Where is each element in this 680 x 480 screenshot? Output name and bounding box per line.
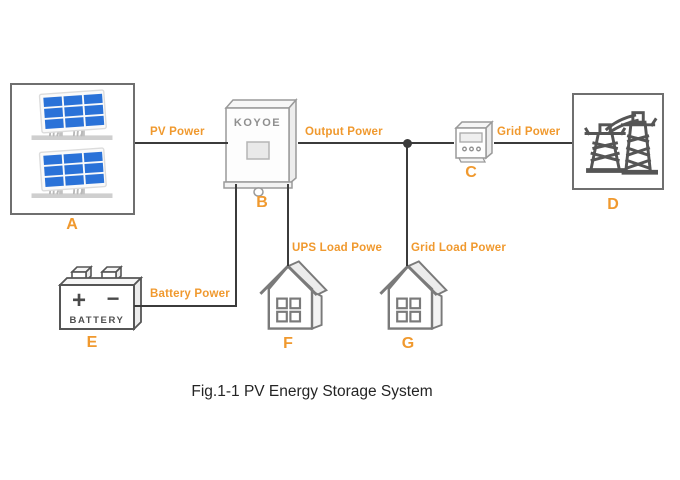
wire-battery-power bbox=[134, 305, 237, 307]
energy-meter-icon bbox=[454, 120, 494, 163]
node-label-g: G bbox=[401, 335, 415, 352]
wire-label-output-power: Output Power bbox=[305, 126, 383, 138]
node-label-c: C bbox=[465, 164, 477, 181]
wire-label-battery-power: Battery Power bbox=[150, 288, 230, 300]
node-label-f: F bbox=[283, 335, 293, 352]
inverter-icon: KOYOE bbox=[223, 98, 298, 197]
solar-panel-icon bbox=[31, 147, 113, 198]
wire-inverter-to-battery-down bbox=[235, 184, 237, 307]
power-grid-icon bbox=[584, 111, 658, 175]
figure-caption: Fig.1-1 PV Energy Storage System bbox=[191, 383, 433, 400]
wire-label-grid-load-power: Grid Load Power bbox=[411, 242, 507, 254]
wire-junction-dot bbox=[403, 139, 412, 148]
solar-panel-icon bbox=[31, 89, 113, 140]
battery-icon: + − BATTERY bbox=[57, 265, 144, 332]
node-label-e: E bbox=[86, 334, 98, 351]
wire-pv-power bbox=[135, 142, 228, 144]
wire-label-ups-load-power: UPS Load Powe bbox=[292, 242, 383, 254]
node-label-b: B bbox=[256, 194, 268, 211]
node-label-d: D bbox=[607, 196, 619, 213]
node-label-a: A bbox=[66, 216, 78, 233]
house-icon bbox=[259, 260, 328, 330]
wire-label-grid-power: Grid Power bbox=[497, 126, 561, 138]
battery-plus-symbol: + bbox=[72, 287, 86, 314]
wire-grid-power bbox=[494, 142, 572, 144]
house-icon bbox=[379, 260, 448, 330]
battery-text: BATTERY bbox=[69, 315, 124, 326]
inverter-brand: KOYOE bbox=[234, 117, 281, 129]
wire-output-power bbox=[298, 142, 454, 144]
wire-label-pv-power: PV Power bbox=[150, 126, 205, 138]
wire-ups-load bbox=[287, 184, 289, 266]
wire-grid-load bbox=[406, 143, 408, 266]
battery-minus-symbol: − bbox=[107, 286, 120, 311]
